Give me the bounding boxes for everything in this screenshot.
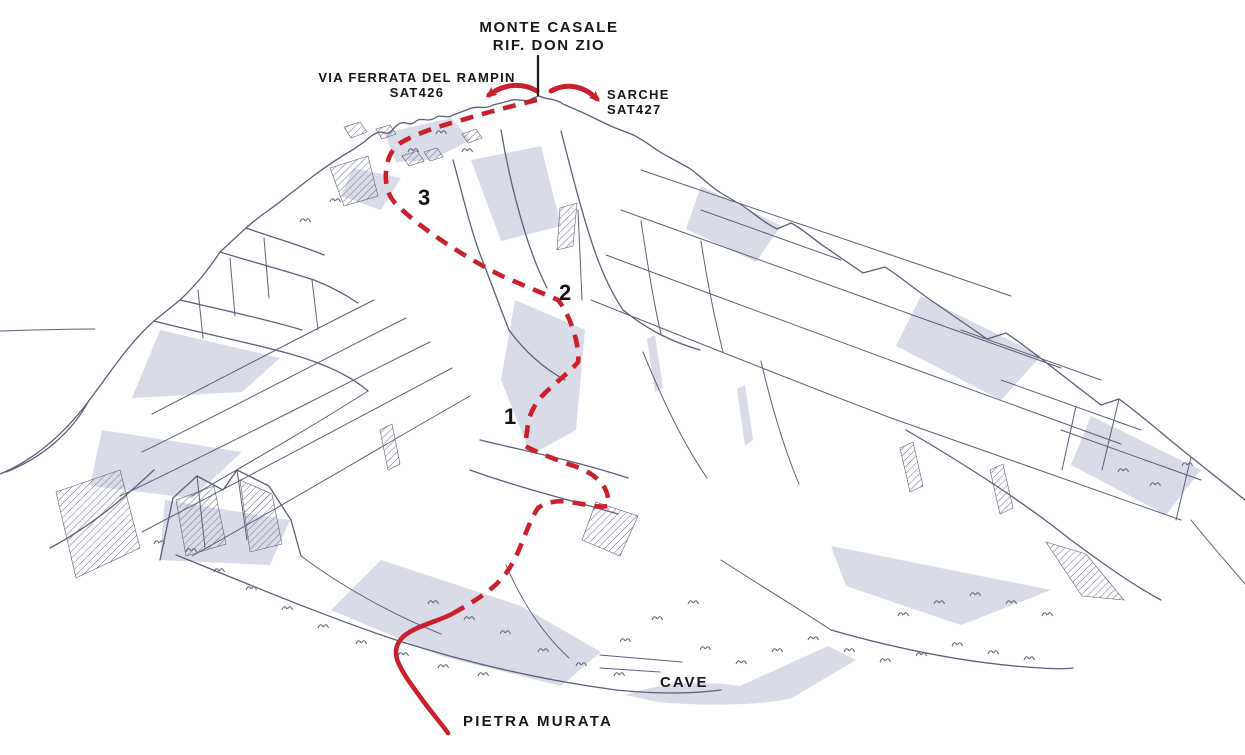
curved-arrow-right-icon xyxy=(548,83,600,102)
route-overlay xyxy=(383,54,611,736)
route-solid-approach-line xyxy=(393,611,455,736)
sarche-name: SARCHE xyxy=(607,87,670,102)
via-ferrata-rampin-label: VIA FERRATA DEL RAMPIN SAT426 xyxy=(318,70,515,101)
route-dashed-line xyxy=(383,97,611,616)
summit-subtitle: RIF. DON ZIO xyxy=(492,36,606,54)
via-ferrata-rampin-name: VIA FERRATA DEL RAMPIN xyxy=(318,70,516,85)
waypoint-3: 3 xyxy=(418,185,431,210)
pietra-murata-label: PIETRA MURATA xyxy=(463,713,613,730)
summit-title: MONTE CASALE xyxy=(479,19,619,36)
waypoint-2: 2 xyxy=(559,280,572,305)
sarche-code: SAT427 xyxy=(607,102,662,118)
summit-label: MONTE CASALE RIF. DON ZIO xyxy=(479,19,618,54)
mountain-outline xyxy=(0,95,1245,694)
via-ferrata-rampin-code: SAT426 xyxy=(389,85,445,101)
rock-hatching xyxy=(55,121,1125,601)
cave-label: CAVE xyxy=(660,674,709,691)
waypoint-1: 1 xyxy=(504,404,517,429)
rock-shading xyxy=(90,118,1201,705)
curved-arrow-left-icon xyxy=(485,83,540,98)
sarche-label: SARCHE SAT427 xyxy=(607,87,670,118)
